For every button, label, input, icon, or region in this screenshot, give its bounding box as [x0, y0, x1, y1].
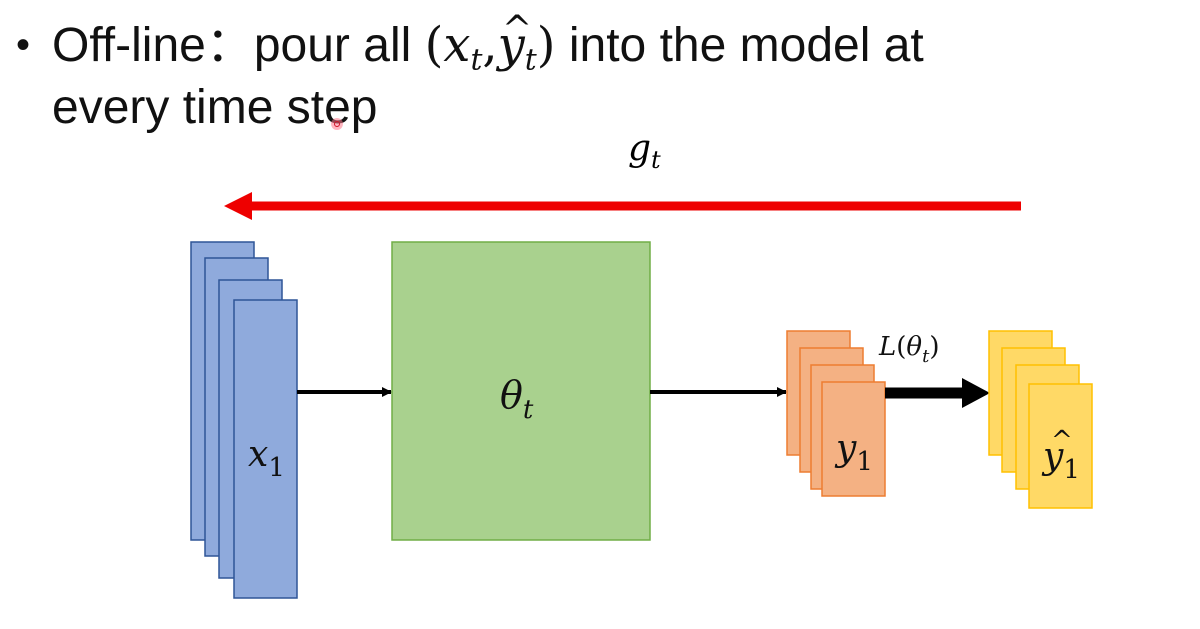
output-label-symbol: y [834, 428, 857, 469]
input-stack: x1 [190, 241, 298, 599]
pair-x: x [443, 17, 471, 73]
loss-label-close: ) [929, 332, 939, 362]
bullet-marker: • [16, 23, 31, 67]
loss-label-open: ( [896, 332, 906, 362]
pair-y-hat: y [498, 0, 533, 76]
pointer-cursor [331, 118, 343, 130]
gradient-label-symbol: g [628, 128, 651, 169]
loss-label-symbol: θ [906, 332, 922, 362]
target-label-sub: 1 [1063, 455, 1080, 485]
loss-label: L(θt) [878, 332, 939, 367]
output-card-4 [821, 381, 886, 497]
pair-open: ( [424, 17, 444, 73]
bullet-tail-text: into the model at [568, 19, 924, 72]
model-label: θt [500, 373, 534, 425]
bullet-lead-text: Off-line：pour all [52, 19, 412, 72]
output-label: y1 [834, 428, 873, 477]
pair-xt-yhat-t: (xt,yt) [424, 0, 556, 76]
output-stack: y1 [786, 330, 886, 497]
gradient-label-sub: t [651, 146, 661, 174]
model-box: θt [391, 241, 651, 541]
loss-label-fn: L [878, 332, 896, 362]
loss-arrow [885, 378, 990, 408]
target-label-symbol: y [1041, 436, 1064, 477]
input-label-symbol: x [248, 434, 268, 475]
output-label-sub: 1 [856, 447, 873, 477]
input-label-sub: 1 [268, 453, 285, 483]
model-rect [391, 241, 651, 541]
bullet-text: Off-line：pour all (xt,yt) into the model… [52, 0, 1172, 139]
target-label: y1 [1041, 436, 1080, 485]
gradient-arrow-head [224, 192, 252, 220]
pair-comma: , [482, 17, 498, 73]
input-label: x1 [248, 434, 285, 483]
input-card-4 [233, 299, 298, 599]
bullet-line-2: every time step [52, 81, 378, 134]
target-label-hat: ^ [1051, 426, 1073, 456]
model-label-sub: t [523, 395, 534, 425]
pair-close: ) [536, 17, 556, 73]
target-card-4 [1028, 383, 1093, 509]
pair-x-sub: t [470, 42, 483, 78]
loss-label-sub: t [922, 346, 930, 367]
target-stack: ^ y1 [988, 330, 1093, 509]
loss-arrow-head [962, 378, 990, 408]
gradient-label: gt [628, 128, 661, 174]
gradient-arrow [224, 192, 1021, 220]
bullet-line-1: Off-line：pour all (xt,yt) into the model… [52, 0, 1172, 77]
model-label-symbol: θ [500, 373, 523, 417]
